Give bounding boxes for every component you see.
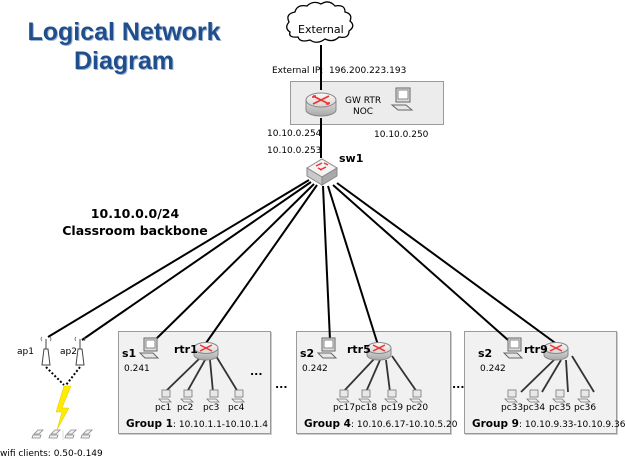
switch-ip: 10.10.0.253	[267, 146, 322, 156]
wifi-links	[45, 366, 81, 386]
server-label: s1	[122, 347, 137, 360]
backbone-subnet: 10.10.0.0/24	[90, 206, 180, 221]
lightning-icon	[55, 385, 72, 431]
router-label: rtr5	[347, 343, 371, 356]
diagram-title: Logical Network Diagram	[8, 18, 240, 76]
pc-icon	[552, 389, 566, 403]
server-ip: 0.241	[124, 364, 150, 374]
backbone-label: 10.10.0.0/24 Classroom backbone	[55, 205, 215, 239]
gw-label-line2: NOC	[352, 107, 374, 117]
ellipsis: ...	[275, 378, 288, 391]
ellipsis: ...	[250, 365, 263, 378]
pc-label: pc34	[523, 403, 546, 413]
pc-label: pc19	[381, 403, 404, 413]
pc-label: pc17	[333, 403, 356, 413]
server-label: s2	[300, 347, 315, 360]
ellipsis: ...	[452, 378, 465, 391]
link-sw1-ap2	[81, 181, 312, 341]
laptop-icon	[31, 429, 44, 439]
router-label: rtr1	[174, 343, 198, 356]
pc-icon	[384, 389, 398, 403]
pc-icon	[409, 389, 423, 403]
backbone-name: Classroom backbone	[62, 223, 208, 238]
link-sw1-rtr9	[336, 182, 559, 346]
group-ip-range: : 10.10.9.33-10.10.9.36	[518, 420, 625, 430]
pc-label: pc18	[355, 403, 378, 413]
pc-label: pc33	[501, 403, 524, 413]
pc-label: pc4	[228, 403, 245, 413]
pc-icon	[180, 389, 194, 403]
gateway-label: GW RTR NOC	[345, 96, 381, 118]
pc-label: pc36	[574, 403, 597, 413]
laptop-icon	[48, 429, 61, 439]
group-name: Group 4	[304, 418, 351, 430]
title-line-2: Diagram	[73, 47, 175, 75]
switch-icon	[306, 158, 338, 186]
server-ip: 0.242	[302, 364, 328, 374]
access-point-icon	[74, 336, 86, 366]
pc-label: pc3	[203, 403, 220, 413]
gw-inside-ip: 10.10.0.254	[267, 129, 322, 139]
ap2-label: ap2	[60, 347, 77, 357]
cloud-icon	[286, 1, 354, 43]
pc-icon	[577, 389, 591, 403]
group-label: Group 4: 10.10.6.17-10.10.5.20	[304, 418, 457, 430]
link-sw1-rtr5	[327, 185, 379, 346]
group-box-9	[464, 331, 617, 434]
laptop-icon	[64, 429, 77, 439]
group-links	[164, 355, 595, 393]
server-pc-icon	[502, 337, 524, 359]
link-sw1-s2	[322, 185, 331, 341]
wifi-client-laptops	[31, 429, 93, 439]
pc-label: pc1	[155, 403, 172, 413]
pc-icon	[158, 389, 172, 403]
gateway-router-icon	[305, 92, 337, 117]
pc-icon	[526, 389, 540, 403]
group-label: Group 9: 10.10.9.33-10.10.9.36	[472, 418, 625, 430]
pc-label: pc20	[406, 403, 429, 413]
group-ip-range: : 10.10.1.1-10.10.1.4	[172, 420, 268, 430]
pc-icon	[231, 389, 245, 403]
link-sw1-s1	[154, 183, 315, 341]
gw-label-line1: GW RTR	[345, 96, 382, 106]
access-point-icon	[40, 336, 52, 366]
server-label: s2	[478, 347, 493, 360]
ap1-label: ap1	[17, 347, 34, 357]
noc-pc-icon	[390, 87, 414, 111]
pc-label: pc2	[177, 403, 194, 413]
backbone-links	[47, 179, 559, 346]
title-line-1: Logical Network	[27, 18, 221, 46]
link-sw1-ap1	[47, 179, 310, 338]
external-ip-label: External IP:	[272, 66, 324, 76]
pc-icon	[206, 389, 220, 403]
group-name: Group 9	[472, 418, 519, 430]
laptop-icon	[80, 429, 93, 439]
link-sw1-rtr1	[205, 184, 318, 344]
noc-ip: 10.10.0.250	[374, 130, 429, 140]
switch-name: sw1	[339, 152, 364, 165]
group-ip-range: : 10.10.6.17-10.10.5.20	[350, 420, 458, 430]
wifi-clients-label: wifi clients: 0.50-0.149	[0, 449, 103, 459]
server-pc-icon	[316, 337, 338, 359]
pc-label: pc35	[549, 403, 572, 413]
external-ip-value: 196.200.223.193	[329, 66, 407, 76]
group-label: Group 1: 10.10.1.1-10.10.1.4	[126, 418, 268, 430]
pc-icon	[504, 389, 518, 403]
router-icon	[366, 342, 392, 361]
router-label: rtr9	[524, 343, 548, 356]
pc-icon	[358, 389, 372, 403]
router-icon	[543, 342, 569, 361]
server-ip: 0.242	[480, 364, 506, 374]
external-cloud-label: External	[298, 23, 344, 36]
group-name: Group 1	[126, 418, 173, 430]
router-icon	[193, 342, 219, 361]
pc-icon	[336, 389, 350, 403]
link-sw1-s2b	[332, 184, 509, 341]
server-pc-icon	[138, 337, 160, 359]
